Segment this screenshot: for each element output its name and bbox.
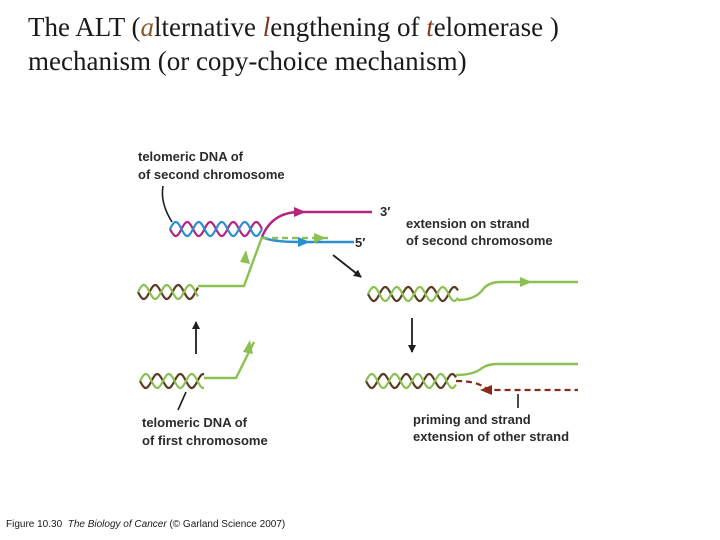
green-extended-strand (457, 280, 578, 302)
label-priming-line2: extension of other strand (413, 429, 569, 444)
title-accent-letter: a (140, 12, 155, 42)
brown-strand (367, 285, 459, 303)
green-strand (137, 283, 199, 301)
magenta-arrowhead (294, 207, 306, 217)
slide-title: The ALT (alternative lengthening of telo… (28, 10, 708, 78)
brown-strand (365, 372, 457, 390)
green-strand (365, 372, 457, 390)
green-strand (139, 372, 205, 390)
green-overhang-strand (204, 341, 256, 380)
brown-strand (139, 372, 205, 390)
green-extension-arrowhead (314, 233, 326, 243)
title-part: The ALT ( (28, 12, 141, 42)
brown-strand (137, 283, 199, 301)
title-part: engthening of (270, 12, 427, 42)
blue-arrowhead (298, 237, 310, 247)
first-chromosome-helix (139, 372, 205, 390)
second-chromosome-helix (169, 220, 263, 238)
label-priming-line1: priming and strand (413, 412, 531, 427)
step-arrow-right (332, 254, 362, 278)
label-second-chromosome-line2: of second chromosome (138, 167, 285, 182)
completed-first-chromosome-helix (365, 372, 457, 390)
title-line-2: mechanism (or copy-choice mechanism) (28, 46, 467, 76)
figure-caption: Figure 10.30 The Biology of Cancer (© Ga… (6, 519, 285, 530)
dashed-strand-arrowhead (480, 385, 492, 395)
title-part: elomerase ) (433, 12, 559, 42)
dashed-complementary-strand (455, 379, 578, 392)
title-accent-letter: t (426, 12, 434, 42)
caption-book-title: The Biology of Cancer (67, 519, 167, 530)
green-extended-arrowhead (520, 277, 532, 287)
label-first-chromosome-line1: telomeric DNA of (142, 415, 248, 430)
label-three-prime: 3′ (380, 204, 390, 219)
blue-strand (169, 220, 263, 238)
extended-first-chromosome-helix (367, 285, 459, 303)
caption-credit: (© Garland Science 2007) (169, 519, 286, 530)
label-extension-line2: of second chromosome (406, 233, 553, 248)
green-invading-strand (198, 236, 264, 288)
green-extended-strand (455, 362, 578, 377)
label-extension-line1: extension on strand (406, 216, 530, 231)
label-five-prime: 5′ (355, 235, 365, 250)
green-invading-arrowhead (240, 250, 250, 264)
label-pointer-line (161, 185, 173, 223)
title-accent-letter: l (262, 12, 271, 42)
first-chromosome-helix-invading (137, 283, 199, 301)
magenta-3prime-strand (260, 210, 372, 238)
label-first-chromosome-line2: of first chromosome (142, 433, 268, 448)
label-second-chromosome-line1: telomeric DNA of (138, 149, 244, 164)
title-part: lternative (154, 12, 263, 42)
green-strand (367, 285, 459, 303)
caption-figure-number: Figure 10.30 (6, 519, 63, 530)
green-overhang-arrowhead (243, 340, 253, 354)
label-pointer-line (177, 391, 187, 411)
